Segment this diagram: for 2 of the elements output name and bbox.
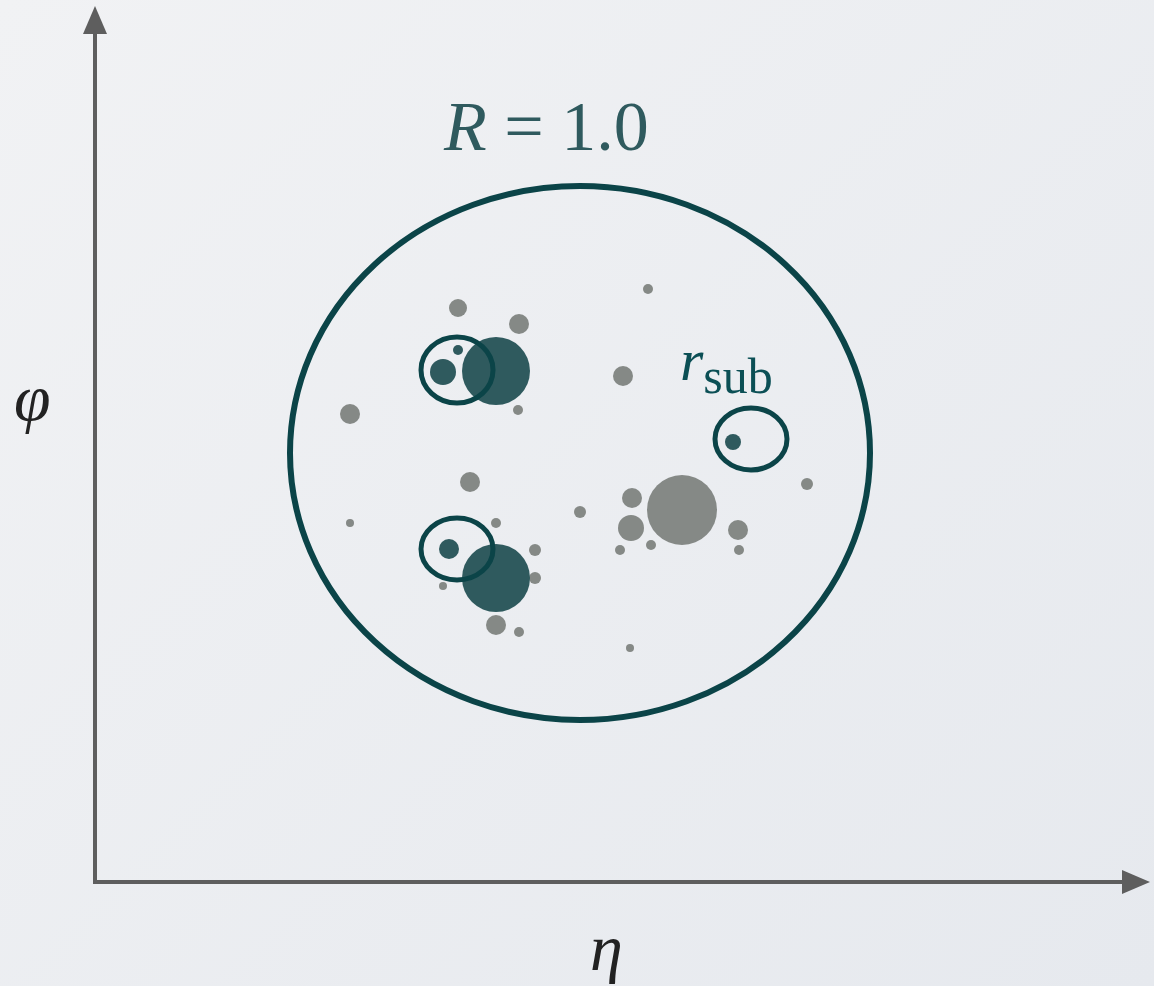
radius-label: R = 1.0 <box>444 92 649 162</box>
subjet-radius-label: r$_{sub}$ <box>680 330 773 401</box>
